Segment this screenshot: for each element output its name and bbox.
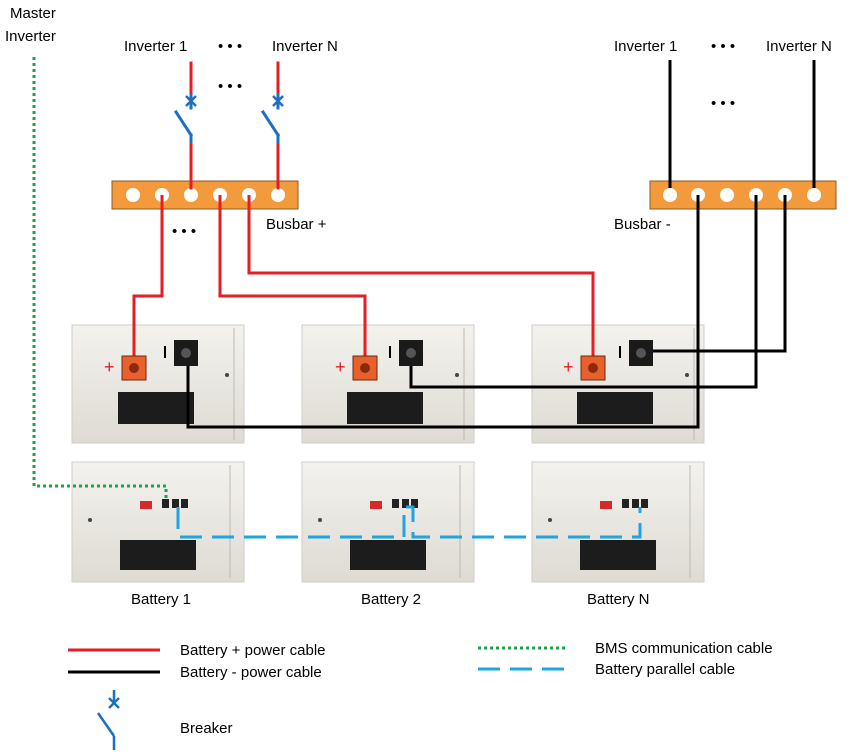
- battery-n-top-case: [531, 324, 705, 444]
- battery-1-plus-sign: +: [104, 357, 115, 377]
- busbar-positive: [111, 180, 299, 210]
- busbar-ellipsis: • • •: [172, 223, 196, 240]
- negative-power-cables: [186, 195, 787, 429]
- battery-n-bottom-case: [531, 461, 705, 583]
- battery-n-terminals: [580, 340, 653, 381]
- battery-1-top-case: [71, 324, 245, 444]
- battery-1-label: Battery 1: [131, 591, 191, 608]
- bms-communication-cable: [32, 57, 168, 500]
- positive-power-cables: [132, 195, 595, 358]
- busbar-negative: [649, 180, 837, 210]
- legend-breaker-label: Breaker: [180, 720, 233, 737]
- neg-ellipsis-top: • • •: [711, 38, 735, 55]
- battery-2-bottom-case: [301, 461, 475, 583]
- legend-negative-label: Battery - power cable: [180, 664, 322, 681]
- battery-1-terminals: [121, 340, 198, 381]
- legend-bms-label: BMS communication cable: [595, 640, 773, 657]
- legend-breaker-icon: [96, 690, 120, 750]
- pos-inverter-n-label: Inverter N: [272, 38, 338, 55]
- master-inverter-label-2: Inverter: [5, 28, 56, 45]
- battery-1-bottom-case: [71, 461, 245, 583]
- battery-2-terminals: [352, 340, 423, 381]
- master-inverter-label: Master: [10, 5, 56, 22]
- legend-parallel-label: Battery parallel cable: [595, 661, 735, 678]
- pos-inverter-1-label: Inverter 1: [124, 38, 187, 55]
- neg-inverter-n-label: Inverter N: [766, 38, 832, 55]
- busbar-positive-label: Busbar +: [266, 216, 327, 233]
- battery-2-top-case: [301, 324, 475, 444]
- battery-2-plus-sign: +: [335, 357, 346, 377]
- negative-inverter-leads: [668, 60, 816, 188]
- legend: Battery + power cable Battery - power ca…: [68, 640, 773, 750]
- battery-n-label: Battery N: [587, 591, 650, 608]
- battery-parallel-cable: [176, 505, 642, 539]
- pos-ellipsis-top: • • •: [218, 38, 242, 55]
- battery-n-plus-sign: +: [563, 357, 574, 377]
- neg-ellipsis-mid: • • •: [711, 95, 735, 112]
- busbar-negative-label: Busbar -: [614, 216, 671, 233]
- neg-inverter-1-label: Inverter 1: [614, 38, 677, 55]
- legend-positive-label: Battery + power cable: [180, 642, 326, 659]
- battery-2-label: Battery 2: [361, 591, 421, 608]
- breaker-icon: [185, 95, 284, 107]
- pos-ellipsis-mid: • • •: [218, 78, 242, 95]
